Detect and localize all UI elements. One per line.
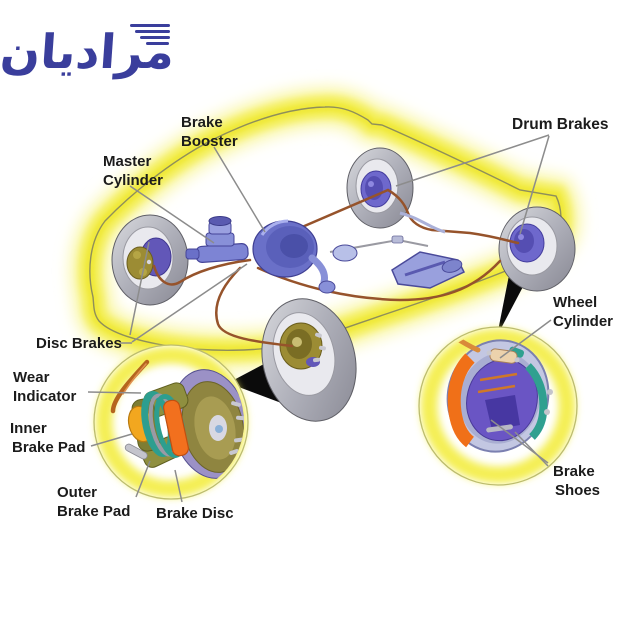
label-master-cylinder-2: Cylinder bbox=[103, 172, 163, 189]
diagram-labels: Brake Booster Master Cylinder Drum Brake… bbox=[10, 114, 613, 522]
moradian-logo: مرادیان bbox=[0, 24, 176, 80]
return-springs bbox=[477, 372, 518, 394]
outer-brake-pad-shape bbox=[163, 399, 189, 457]
leader-brake-shoes-b bbox=[514, 431, 549, 467]
brake-line-to-front-near bbox=[215, 266, 294, 348]
rear-brake-pipe-fitting bbox=[399, 211, 446, 234]
master-cylinder-assembly bbox=[185, 216, 336, 294]
leader-wear-indicator bbox=[87, 391, 142, 394]
label-wear-indicator: Wear bbox=[13, 369, 50, 386]
wheel-front-far bbox=[111, 214, 189, 306]
label-master-cylinder: Master bbox=[103, 153, 152, 170]
fluid-reservoir bbox=[205, 232, 235, 247]
cable-equalizer bbox=[391, 235, 404, 244]
label-wear-indicator-2: Indicator bbox=[13, 388, 77, 405]
brake-shoe-right bbox=[525, 363, 548, 440]
label-inner-brake-pad: Inner bbox=[10, 420, 47, 437]
label-brake-booster-2: Booster bbox=[181, 133, 238, 150]
moradian-logo-text: مرادیان bbox=[0, 25, 176, 80]
label-wheel-cylinder-2: Cylinder bbox=[553, 313, 613, 330]
leader-wheel-cylinder bbox=[499, 319, 552, 359]
leader-inner-brake-pad bbox=[90, 433, 133, 447]
leader-lines bbox=[87, 134, 552, 503]
drum-brake-callout bbox=[418, 326, 578, 486]
pedal-assembly bbox=[332, 244, 466, 289]
label-wheel-cylinder: Wheel bbox=[553, 294, 597, 311]
label-outer-brake-pad: Outer bbox=[57, 484, 97, 501]
label-brake-shoes: Brake bbox=[553, 463, 595, 480]
label-disc-brakes: Disc Brakes bbox=[36, 335, 122, 352]
booster-pushrod-arm bbox=[308, 254, 328, 286]
wheel-front-near bbox=[261, 298, 357, 422]
disc-brake-callout bbox=[93, 344, 249, 500]
wheel-rear-far bbox=[346, 147, 414, 229]
brake-line-rear-crossover bbox=[386, 188, 520, 245]
brake-line-to-front-far bbox=[152, 258, 252, 286]
label-brake-shoes-2: Shoes bbox=[555, 482, 600, 499]
leader-disc-brakes-b bbox=[129, 241, 150, 336]
adjuster-bar bbox=[486, 424, 513, 433]
caliper-pin bbox=[124, 443, 148, 460]
label-drum-brakes: Drum Brakes bbox=[512, 116, 609, 133]
leader-master-cylinder bbox=[129, 185, 215, 244]
label-inner-brake-pad-2: Brake Pad bbox=[12, 439, 85, 456]
brake-shoe-left bbox=[447, 353, 475, 448]
leader-outer-brake-pad bbox=[135, 460, 151, 498]
label-brake-booster: Brake bbox=[181, 114, 223, 131]
reservoir-cap bbox=[208, 216, 232, 226]
leader-brake-disc bbox=[174, 469, 183, 503]
leader-brake-booster bbox=[213, 146, 266, 233]
leader-disc-brakes-a bbox=[131, 263, 248, 343]
brake-line-lower-run bbox=[256, 259, 502, 302]
leader-drum-brakes-far bbox=[395, 134, 550, 187]
label-outer-brake-pad-2: Brake Pad bbox=[57, 503, 130, 520]
brake-hose bbox=[110, 359, 150, 414]
leader-drum-brakes-near bbox=[519, 135, 550, 235]
wheel-rear-near bbox=[498, 206, 576, 292]
combination-valve bbox=[332, 244, 358, 262]
label-brake-disc: Brake Disc bbox=[156, 505, 234, 522]
logo-speed-lines bbox=[130, 24, 170, 45]
